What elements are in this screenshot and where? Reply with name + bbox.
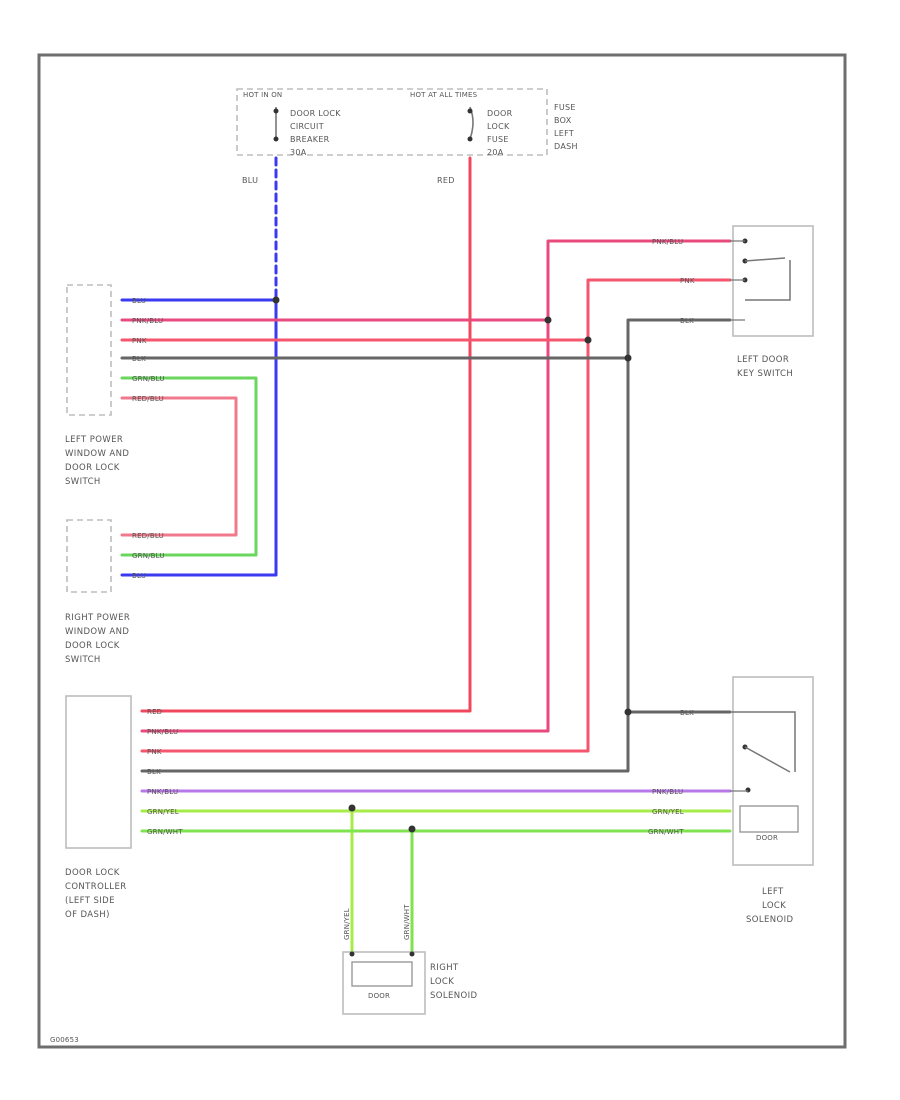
pnk-wire-key-switch — [140, 278, 732, 753]
controller-caption-2: CONTROLLER — [65, 882, 127, 892]
fuse-box-header-right: HOT AT ALL TIMES — [410, 91, 478, 99]
blk-wire-key-switch — [140, 318, 732, 773]
fuse-label-1: DOOR — [487, 109, 513, 118]
lsol-wire-1: BLK — [680, 709, 694, 717]
left-solenoid-inner-label: DOOR — [756, 834, 778, 842]
right-solenoid-contacts — [349, 951, 415, 987]
lsw-wire-3: PNK — [132, 337, 147, 345]
splice-dots — [272, 296, 632, 833]
breaker-label-4: 30A — [290, 148, 307, 157]
lsw-wire-5: GRN/BLU — [132, 375, 165, 383]
left-solenoid-contacts — [730, 711, 799, 833]
left-solenoid-caption-2: LOCK — [762, 901, 786, 911]
key-wire-1: PNK/BLU — [652, 238, 683, 246]
diagram-code: G00653 — [50, 1036, 79, 1044]
controller-caption-1: DOOR LOCK — [65, 868, 120, 878]
lsw-wire-4: BLK — [132, 355, 146, 363]
ctrl-wire-1: RED — [147, 708, 162, 716]
lsw-wire-2: PNK/BLU — [132, 317, 163, 325]
fuse-label-3: FUSE — [487, 135, 509, 144]
left-switch-caption-3: DOOR LOCK — [65, 463, 120, 473]
door-lock-controller — [65, 695, 132, 849]
left-switch-caption-2: WINDOW AND — [65, 449, 129, 459]
pnk-blu-wire-key-switch — [140, 239, 732, 733]
lsol-wire-2: PNK/BLU — [652, 788, 683, 796]
lsw-wire-6: RED/BLU — [132, 395, 164, 403]
right-solenoid-caption-2: LOCK — [430, 977, 454, 987]
ctrl-wire-5: PNK/BLU — [147, 788, 178, 796]
right-power-window-switch — [66, 519, 112, 593]
right-solenoid-inner-label: DOOR — [368, 992, 390, 1000]
key-switch-caption-1: LEFT DOOR — [737, 355, 789, 365]
left-switch-caption-4: SWITCH — [65, 477, 101, 487]
lsol-wire-4: GRN/WHT — [648, 828, 684, 836]
right-switch-caption-3: DOOR LOCK — [65, 641, 120, 651]
right-switch-caption-1: RIGHT POWER — [65, 613, 130, 623]
fuse-label-4: 20A — [487, 148, 504, 157]
key-wire-3: BLK — [680, 317, 694, 325]
rsol-wire-2: GRN/WHT — [403, 904, 411, 940]
key-switch-contacts — [730, 238, 791, 321]
circuit-breaker-symbol — [273, 107, 279, 142]
right-solenoid-caption-1: RIGHT — [430, 963, 459, 973]
blu-wire — [120, 298, 278, 577]
ctrl-wire-2: PNK/BLU — [147, 728, 178, 736]
fuse-box-label-1: FUSE — [554, 103, 576, 112]
right-switch-caption-2: WINDOW AND — [65, 627, 129, 637]
red-wire — [140, 156, 472, 713]
fuse-symbol — [467, 106, 474, 142]
fuse-box-label-2: BOX — [554, 116, 572, 125]
ctrl-wire-4: BLK — [147, 768, 161, 776]
ctrl-wire-7: GRN/WHT — [147, 828, 183, 836]
left-power-window-switch — [66, 284, 112, 416]
lsol-wire-3: GRN/YEL — [652, 808, 684, 816]
rsol-wire-1: GRN/YEL — [343, 908, 351, 940]
key-wire-2: PNK — [680, 277, 695, 285]
controller-caption-3: (LEFT SIDE — [65, 896, 115, 906]
controller-caption-4: OF DASH) — [65, 910, 110, 920]
red-blu-wire — [120, 396, 238, 537]
rsw-wire-3: BLU — [132, 572, 146, 580]
fuse-box-label-4: DASH — [554, 142, 578, 151]
ctrl-wire-3: PNK — [147, 748, 162, 756]
left-switch-caption-1: LEFT POWER — [65, 435, 123, 445]
fuse-box-header-left: HOT IN ON — [243, 91, 282, 99]
rsw-wire-2: GRN/BLU — [132, 552, 165, 560]
grn-blu-wire — [120, 376, 258, 557]
fuse-box-label-3: LEFT — [554, 129, 574, 138]
right-switch-caption-4: SWITCH — [65, 655, 101, 665]
left-solenoid-caption-1: LEFT — [762, 887, 784, 897]
left-solenoid-caption-3: SOLENOID — [746, 915, 794, 925]
key-switch-caption-2: KEY SWITCH — [737, 369, 793, 379]
lsw-wire-1: BLU — [132, 297, 146, 305]
ctrl-wire-6: GRN/YEL — [147, 808, 179, 816]
fuse-label-2: LOCK — [487, 122, 510, 131]
right-solenoid-caption-3: SOLENOID — [430, 991, 478, 1001]
diagram-border — [37, 53, 847, 1049]
wire-label-red-top: RED — [437, 176, 455, 185]
left-lock-solenoid — [732, 676, 814, 866]
breaker-label-2: CIRCUIT — [290, 122, 324, 131]
breaker-label-1: DOOR LOCK — [290, 109, 341, 118]
wire-label-blu-top: BLU — [242, 176, 258, 185]
breaker-label-3: BREAKER — [290, 135, 330, 144]
rsw-wire-1: RED/BLU — [132, 532, 164, 540]
fuse-box — [236, 88, 548, 156]
